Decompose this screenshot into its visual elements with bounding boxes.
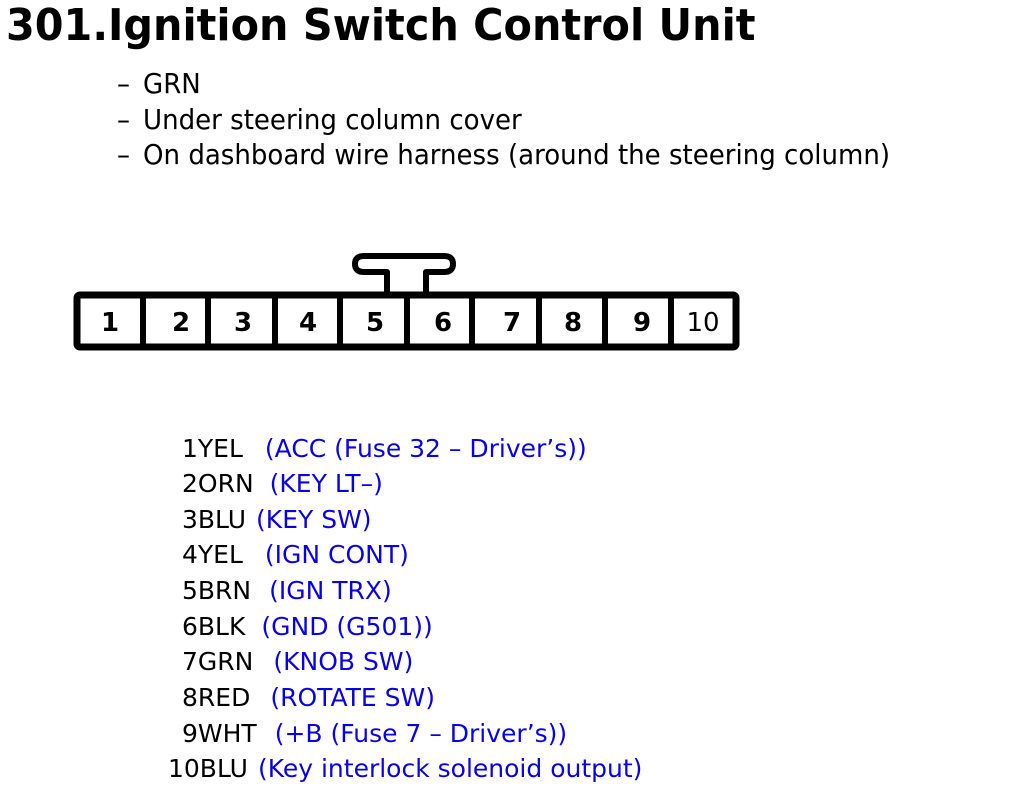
pin-function: (IGN CONT) — [264, 540, 409, 569]
note-text: On dashboard wire harness (around the st… — [143, 138, 891, 171]
cell-7: 7 — [503, 308, 521, 338]
cell-4: 4 — [299, 308, 317, 338]
connector-diagram: 1 2 3 4 5 6 7 8 9 10 — [73, 253, 740, 351]
pin-function: (Key interlock solenoid output) — [257, 754, 643, 783]
cell-dividers — [140, 295, 674, 347]
note-location: –Under steering column cover — [117, 102, 890, 138]
pin-function: (ACC (Fuse 32 – Driver’s)) — [264, 434, 587, 463]
wire-color: 3BLU — [182, 505, 247, 534]
dash: – — [117, 138, 131, 171]
wire-color: 8RED — [182, 683, 251, 712]
pin-row-9: 9WHT (+B (Fuse 7 – Driver’s)) — [182, 719, 567, 749]
pin-row-1: 1YEL (ACC (Fuse 32 – Driver’s)) — [182, 434, 587, 464]
dash: – — [117, 102, 131, 136]
note-harness: –On dashboard wire harness (around the s… — [117, 137, 890, 173]
wire-color: 2ORN — [182, 469, 254, 498]
wire-color: 7GRN — [182, 647, 254, 676]
pin-function: (IGN TRX) — [269, 576, 392, 605]
note-text: GRN — [143, 67, 201, 100]
pin-function: (ROTATE SW) — [270, 683, 435, 712]
cell-1: 1 — [101, 308, 119, 338]
pin-row-2: 2ORN (KEY LT–) — [182, 469, 383, 499]
wire-color: 6BLK — [182, 612, 246, 641]
connector-latch — [352, 253, 456, 296]
page-title: 301.Ignition Switch Control Unit — [6, 0, 756, 51]
pin-function: (GND (G501)) — [261, 612, 433, 641]
cell-2: 2 — [172, 308, 190, 338]
cell-5: 5 — [366, 308, 384, 338]
pin-row-3: 3BLU (KEY SW) — [182, 505, 372, 535]
pin-row-6: 6BLK (GND (G501)) — [182, 612, 433, 642]
pin-row-8: 8RED (ROTATE SW) — [182, 683, 435, 713]
pin-row-5: 5BRN (IGN TRX) — [182, 576, 392, 606]
note-text: Under steering column cover — [143, 102, 522, 136]
pin-row-4: 4YEL (IGN CONT) — [182, 540, 409, 570]
pin-row-7: 7GRN (KNOB SW) — [182, 647, 413, 677]
note-color: –GRN — [117, 66, 890, 102]
pin-function: (KEY LT–) — [269, 469, 383, 498]
cell-10: 10 — [686, 308, 719, 338]
cell-9: 9 — [633, 308, 651, 338]
dash: – — [117, 67, 131, 100]
wire-color: 10BLU — [168, 754, 248, 783]
cell-3: 3 — [234, 308, 252, 338]
wire-color: 9WHT — [182, 719, 257, 748]
pin-function: (KEY SW) — [256, 505, 372, 534]
pin-function: (+B (Fuse 7 – Driver’s)) — [274, 719, 568, 748]
wire-color: 1YEL — [182, 434, 243, 463]
wire-color: 5BRN — [182, 576, 252, 605]
cell-8: 8 — [564, 308, 582, 338]
cell-6: 6 — [434, 308, 452, 338]
connector-notes: –GRN –Under steering column cover –On da… — [117, 66, 948, 173]
pin-row-10: 10BLU (Key interlock solenoid output) — [168, 754, 642, 784]
pin-function: (KNOB SW) — [273, 647, 414, 676]
wire-color: 4YEL — [182, 540, 243, 569]
